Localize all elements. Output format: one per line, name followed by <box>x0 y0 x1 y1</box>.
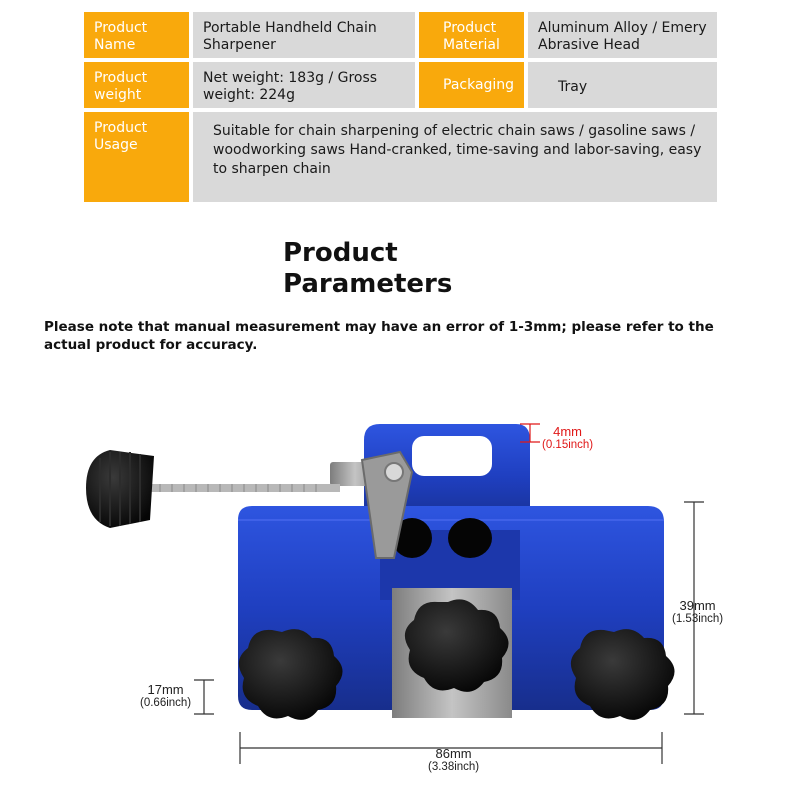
packaging-value: Tray <box>526 60 719 110</box>
product-weight-label: Product weight <box>82 60 191 110</box>
product-weight-value: Net weight: 183g / Gross weight: 224g <box>191 60 417 110</box>
slot-dimension: 4mm (0.15inch) <box>542 424 593 451</box>
packaging-label: Packaging <box>417 60 526 110</box>
side-dimension: 17mm (0.66inch) <box>140 682 191 709</box>
plate-slot <box>412 436 492 476</box>
length-dimension-mm: 86mm <box>435 746 472 761</box>
chain-sharpener-illustration <box>86 423 704 764</box>
slot-dimension-mm: 4mm <box>553 424 583 439</box>
product-usage-value: Suitable for chain sharpening of electri… <box>191 110 719 204</box>
product-usage-label: Product Usage <box>82 110 191 204</box>
slot-dimension-inch: (0.15inch) <box>542 439 594 451</box>
spec-table: Product Name Portable Handheld Chain Sha… <box>82 10 719 208</box>
measurement-note: Please note that manual measurement may … <box>44 319 714 353</box>
threaded-rod <box>150 484 340 492</box>
bracket-screw <box>384 462 404 482</box>
side-dimension-inch: (0.66inch) <box>140 697 192 709</box>
side-dimension-mm: 17mm <box>147 682 184 697</box>
star-knob-right <box>570 629 675 720</box>
star-knob-left <box>238 629 343 720</box>
product-name-value: Portable Handheld Chain Sharpener <box>191 10 417 60</box>
length-dimension-inch: (3.38inch) <box>428 761 480 773</box>
product-material-value: Aluminum Alloy / Emery Abrasive Head <box>526 10 719 60</box>
chain-hole-right <box>448 518 492 558</box>
height-dimension: 39mm (1.53inch) <box>672 598 723 625</box>
section-title: Product Parameters <box>283 238 453 299</box>
star-knob-center <box>404 599 509 692</box>
product-figure: 4mm (0.15inch) 39mm (1.53inch) 17mm (0.6… <box>0 380 800 800</box>
height-dimension-mm: 39mm <box>679 598 716 613</box>
height-dimension-inch: (1.53inch) <box>672 613 724 625</box>
product-name-label: Product Name <box>82 10 191 60</box>
length-dimension: 86mm (3.38inch) <box>428 746 479 773</box>
chain-hole-left <box>392 518 432 558</box>
product-material-label: Product Material <box>417 10 526 60</box>
